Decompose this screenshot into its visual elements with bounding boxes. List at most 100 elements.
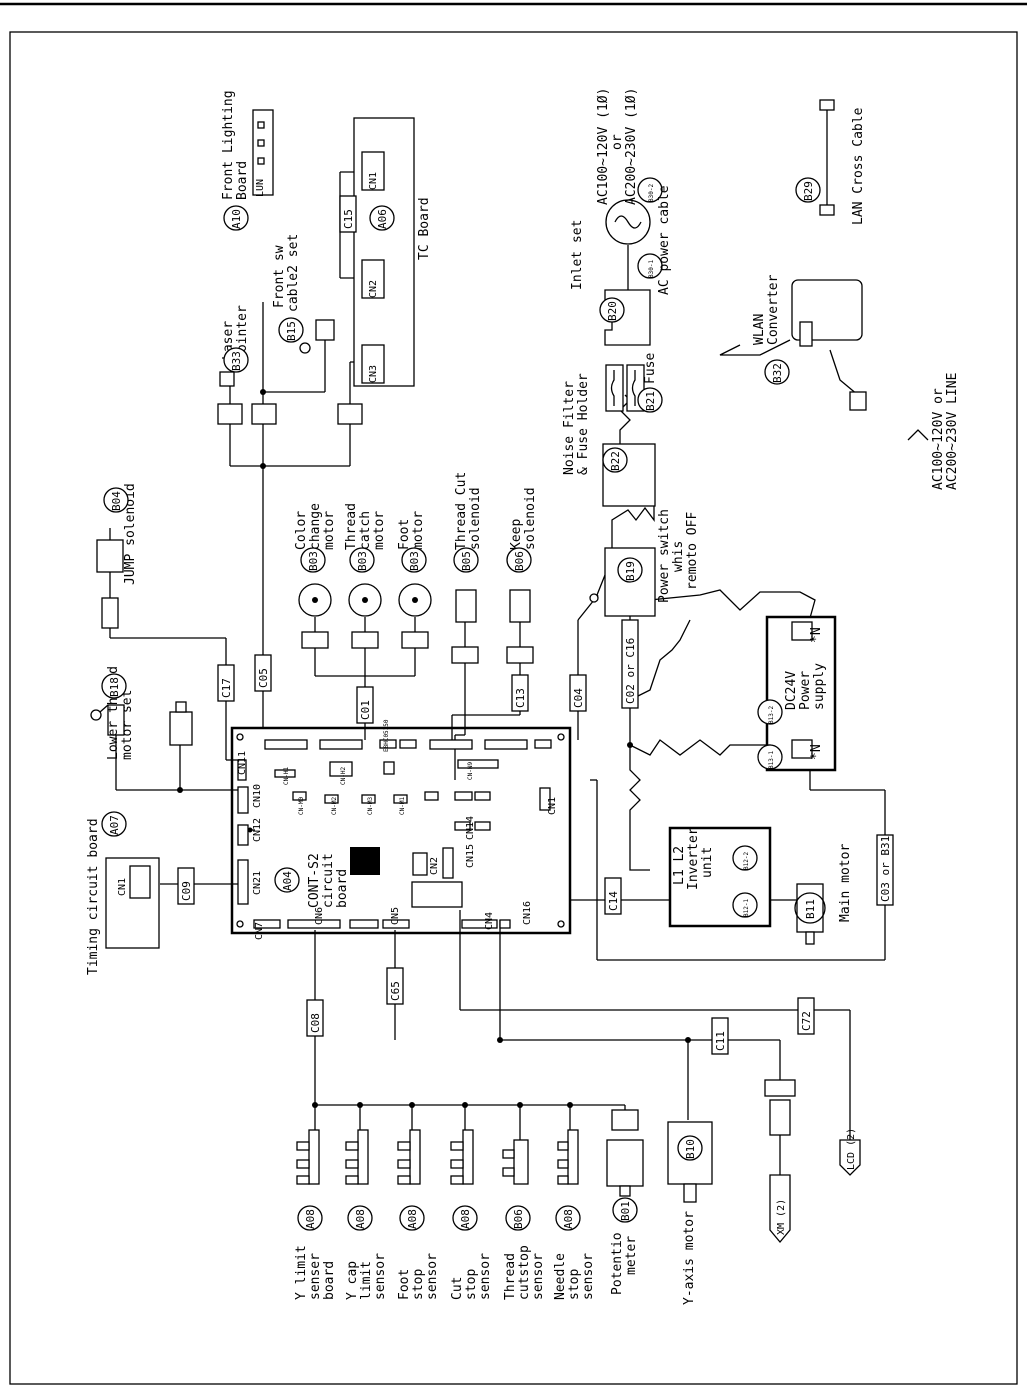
a04-code: A04 xyxy=(281,871,294,891)
psu-label-1: DC24V xyxy=(784,671,799,710)
psu-label-2: Power xyxy=(798,671,813,710)
wlan-label-2: Converter xyxy=(766,274,781,345)
jump-solenoid: JUMP solenoid B04 xyxy=(96,483,138,629)
sensor-needle: A08 Needle stop sensor xyxy=(553,1129,596,1300)
sensor-3-code: A08 xyxy=(406,1209,419,1229)
cn21-label: CN21 xyxy=(252,871,263,895)
a06-code: A06 xyxy=(376,209,389,229)
cn11-label: CN11 xyxy=(237,751,248,775)
c02-tag: C02 or C16 xyxy=(624,638,637,704)
sensor-5-label-3: sensor xyxy=(531,1253,546,1300)
sensor-foot: A08 Foot stop sensor xyxy=(397,1129,440,1300)
board-part-number: E8HC05150 xyxy=(383,719,390,752)
tc-cn3: CN3 xyxy=(368,365,379,383)
c09-tag: C09 xyxy=(180,881,193,901)
b20-code: B20 xyxy=(606,301,619,321)
fuse-label: Fuse xyxy=(643,353,658,384)
cn12-label: CN12 xyxy=(252,818,263,842)
ac-line-label-2: AC200~230V LINE xyxy=(945,373,960,490)
lower-thread-label-2: motor set xyxy=(120,690,135,760)
c08-tag: C08 xyxy=(309,1013,322,1033)
b21-code: B21 xyxy=(644,391,657,411)
cnh2-label: CN-H2 xyxy=(340,767,347,785)
inlet-label: Inlet set xyxy=(570,220,585,290)
c13-tag: C13 xyxy=(514,688,527,708)
cut-sol-label-1: Thread Cut xyxy=(454,472,469,550)
xm-label: XM (2) xyxy=(776,1199,787,1235)
y-motor-label: Y-axis motor xyxy=(682,1211,697,1305)
psu-mark-bottom: *N xyxy=(809,744,824,760)
b06-badge xyxy=(506,547,532,573)
b12-2-code: B12-2 xyxy=(743,852,750,870)
c03-tag: C03 or B31 xyxy=(879,836,892,902)
noise-filter-label-2: & Fuse Holder xyxy=(576,373,591,475)
b19-code: B19 xyxy=(624,561,637,581)
b33-code: B33 xyxy=(230,351,243,371)
sensor-cut: A08 Cut stop sensor xyxy=(450,1129,493,1300)
c17-tag: C17 xyxy=(220,678,233,698)
ac-input-label-3: AC200~230V (1Ø) xyxy=(624,88,639,205)
b15-badge xyxy=(278,317,304,343)
sensor-5-code: B06 xyxy=(512,1209,525,1229)
main-board-label-1: CONT-S2 xyxy=(307,853,322,908)
b10-code: B10 xyxy=(684,1139,697,1159)
b29-code: B29 xyxy=(802,181,815,201)
sensor-1-label-3: board xyxy=(322,1261,337,1300)
board-labels: CN11 CN10 CN12 CN21 CN1 CN14 CN15 CN2 CN… xyxy=(237,719,558,940)
b20-badge xyxy=(599,297,625,323)
c14-tag: C14 xyxy=(607,891,620,911)
keep-sol-label-1: Keep xyxy=(509,519,524,550)
top-harness: Laser Pointer B33 Front sw cable2 set B1… xyxy=(217,234,363,425)
a07-badge xyxy=(101,811,127,837)
b03-color-code: B03 xyxy=(307,551,320,571)
timing-cn1: CN1 xyxy=(117,878,128,896)
lower-thread-motor: Lower thread motor set B18 xyxy=(90,666,193,760)
sensor-2-label-1: Y cap xyxy=(345,1261,360,1300)
b13-1-code: B13-1 xyxy=(768,751,775,769)
c65-tag: C65 xyxy=(389,981,402,1001)
cnh1-label: CN-H1 xyxy=(283,767,290,785)
jump-label: JUMP solenoid xyxy=(123,483,138,585)
b21-badge xyxy=(637,387,663,413)
b04-code: B04 xyxy=(110,491,123,511)
sensor-5-label-2: cutstop xyxy=(517,1245,532,1300)
psu-mark-top: *N xyxy=(809,627,824,643)
c05-tag: C05 xyxy=(257,668,270,688)
catch-motor-label-1: Thread xyxy=(344,503,359,550)
foot-motor-label-2: motor xyxy=(411,511,426,550)
b11-code: B11 xyxy=(804,899,817,919)
b03-color-badge xyxy=(300,547,326,573)
cn2-board-label: CN2 xyxy=(429,857,440,875)
b30-2-badge xyxy=(637,177,663,203)
sensor-6-label-2: stop xyxy=(567,1269,582,1300)
color-motor-label-1: Color xyxy=(294,511,309,550)
b13-2-code: B13-2 xyxy=(768,706,775,724)
b06-code: B06 xyxy=(513,551,526,571)
pot-label-2: meter xyxy=(624,1236,639,1275)
ac-input-label-1: AC100~120V (1Ø) xyxy=(596,88,611,205)
b13-2-badge xyxy=(757,699,783,725)
cn14-label: CN14 xyxy=(465,816,476,840)
noise-filter-label-1: Noise Filter xyxy=(562,381,577,475)
lower-devices: B10 Y-axis motor XM (2) LCD (2) B01 Pote… xyxy=(294,1079,861,1305)
cut-sol-label-2: solenoid xyxy=(468,487,483,550)
c01-tag: C01 xyxy=(359,700,372,720)
b32-code: B32 xyxy=(771,363,784,383)
sensor-4-label-1: Cut xyxy=(450,1277,465,1300)
b03-foot-badge xyxy=(401,547,427,573)
front-light-label-1: Front Lighting xyxy=(221,90,236,200)
sensor-thread-cutstop: B06 Thread cutstop sensor xyxy=(502,1139,546,1300)
b15-code: B15 xyxy=(285,321,298,341)
inverter-label-1: Inverter xyxy=(686,827,701,890)
c04-tag: C04 xyxy=(572,688,585,708)
cn16-label: CN16 xyxy=(522,901,533,925)
b33-badge xyxy=(223,347,249,373)
sensor-4-label-3: sensor xyxy=(478,1253,493,1300)
cn6-label: CN6 xyxy=(314,907,325,925)
sensor-3-label-2: stop xyxy=(411,1269,426,1300)
power-switch-label-3: remoto OFF xyxy=(685,512,700,590)
cn9-label: CN-N9 xyxy=(467,762,474,780)
tc-board: CN1 CN2 CN3 TC Board A06 xyxy=(353,117,432,387)
c11-tag: C11 xyxy=(714,1031,727,1051)
